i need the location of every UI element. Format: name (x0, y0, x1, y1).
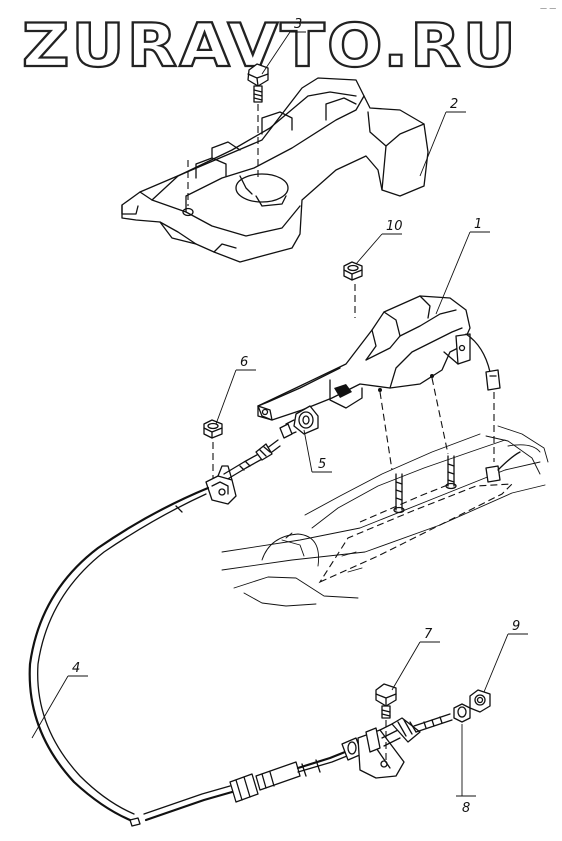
floor-tunnel-outline (221, 425, 549, 607)
part-3-bolt (247, 63, 269, 103)
callout-4: 4 (72, 661, 80, 676)
part-8-nut (453, 703, 471, 723)
lever-stud-dashed-axis-left (379, 391, 393, 471)
corner-mark: — — (540, 4, 556, 12)
callout-9: 9 (512, 619, 520, 634)
leader-lines (31, 31, 528, 797)
part-1-parking-brake-lever (257, 295, 471, 421)
callout-1: 1 (474, 217, 482, 232)
part-9-nut (469, 689, 491, 713)
front-cable-end (205, 439, 281, 505)
floor-studs (393, 455, 457, 514)
callout-6: 6 (240, 355, 248, 370)
callout-2: 2 (450, 97, 458, 112)
part-4-brake-cable (28, 486, 353, 827)
watermark-text: ZURAVTO.RU (22, 11, 518, 81)
part-7-bolt (375, 683, 397, 719)
part-5-cable-fitting (279, 405, 319, 439)
part-10-nut (343, 261, 363, 281)
part-2-console-cover (121, 77, 429, 263)
rear-cable-end (341, 713, 453, 779)
part-6-nut (203, 419, 223, 439)
callout-8: 8 (462, 801, 470, 816)
callout-3: 3 (294, 17, 302, 32)
lever-stud-dashed-axis-right (431, 377, 449, 455)
lever-switch-wire (465, 333, 521, 483)
callout-7: 7 (424, 627, 433, 642)
callout-5: 5 (318, 457, 326, 472)
callout-10: 10 (386, 219, 403, 234)
